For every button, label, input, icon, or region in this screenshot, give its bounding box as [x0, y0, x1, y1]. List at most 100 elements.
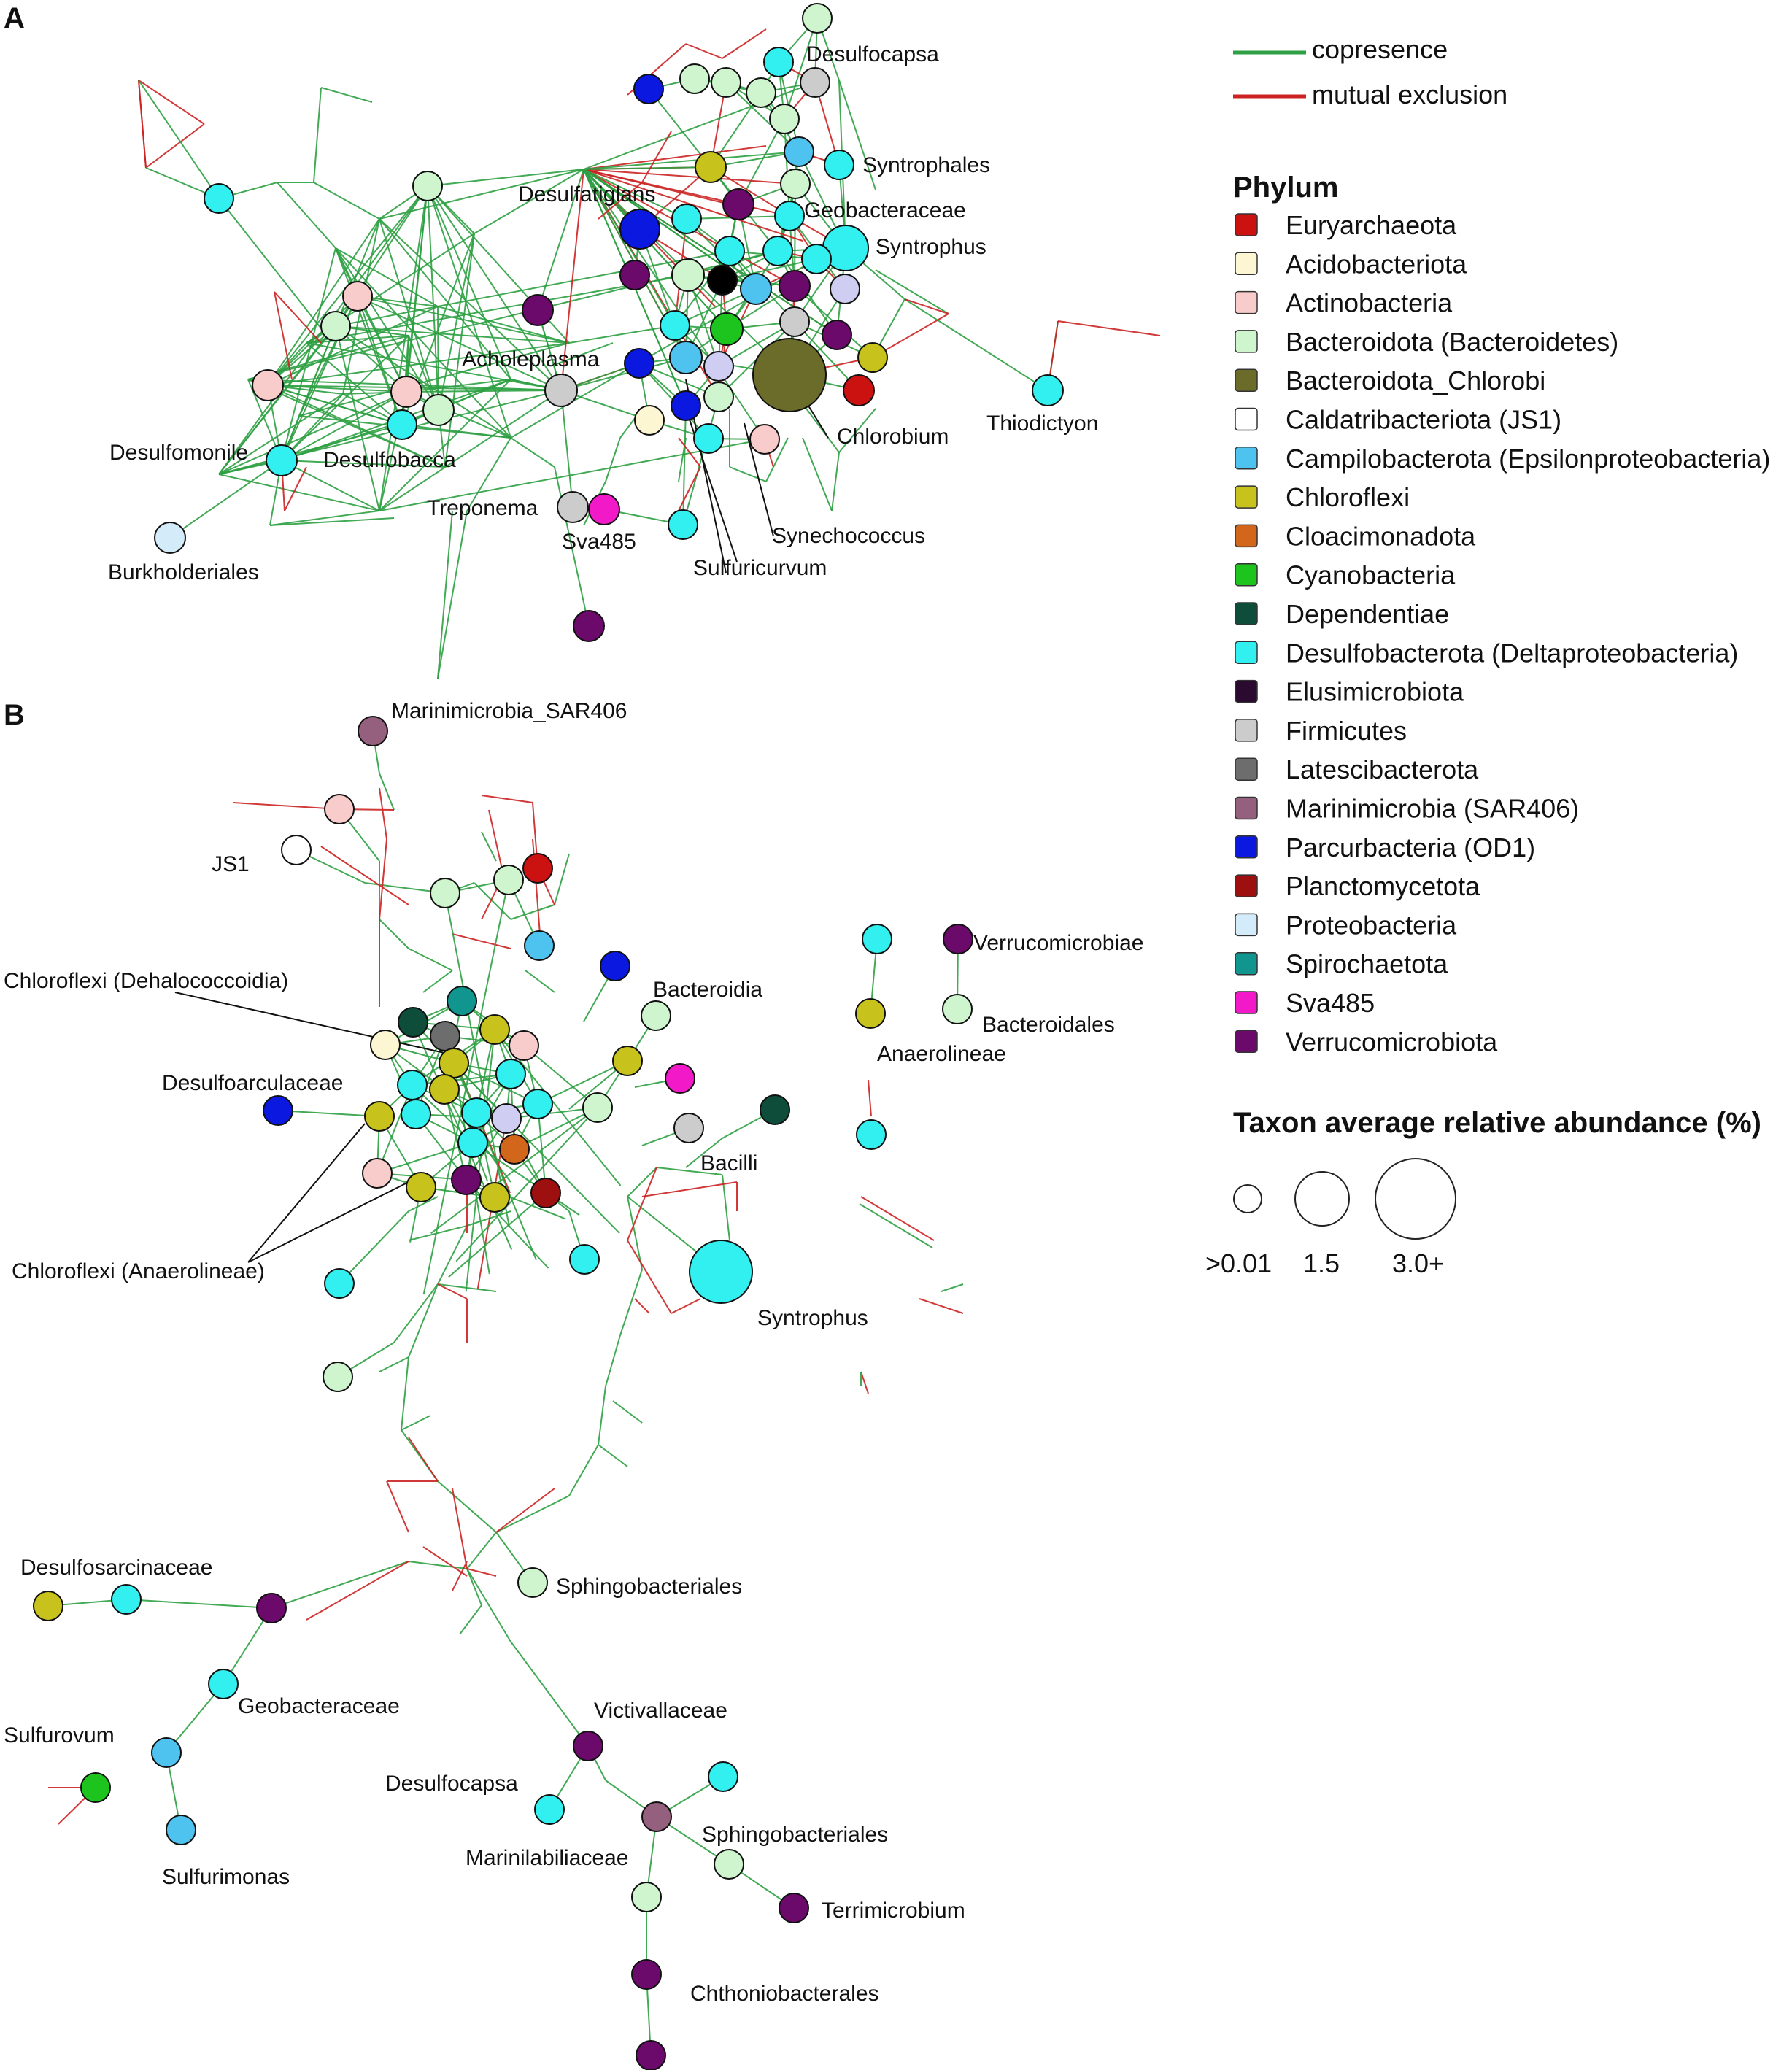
b-taxon-node-chloroflexi[interactable]: [364, 1101, 395, 1132]
b-taxon-node-desulfobacterota[interactable]: [208, 1669, 239, 1699]
b-taxon-node-dependentiae[interactable]: [398, 1007, 428, 1038]
a-taxon-node-actinobacteria[interactable]: [342, 281, 373, 312]
a-taxon-node-bacteroidota-chlorobi[interactable]: [752, 338, 827, 412]
a-taxon-node-verrucomicrobiota[interactable]: [722, 188, 754, 220]
a-taxon-node-bacteroidota[interactable]: [671, 258, 705, 292]
b-taxon-node-marinimicrobia[interactable]: [358, 716, 388, 746]
a-taxon-node-desulfobacterota[interactable]: [1032, 374, 1064, 406]
b-taxon-node-chloroflexi[interactable]: [479, 1014, 510, 1045]
a-taxon-node-verrucomicrobiota[interactable]: [573, 610, 605, 642]
b-taxon-node-sva485[interactable]: [665, 1063, 695, 1094]
b-taxon-node-parcurbacteria[interactable]: [600, 951, 630, 981]
b-taxon-node-verrucomicrobiota[interactable]: [256, 1593, 287, 1623]
a-taxon-node-parcurbacteria[interactable]: [671, 390, 701, 421]
a-taxon-node-desulfobacterota[interactable]: [204, 183, 234, 214]
b-taxon-node-desulfobacterota[interactable]: [569, 1244, 600, 1275]
b-taxon-node-bacteroidota[interactable]: [631, 1882, 662, 1912]
a-taxon-node-chloroflexi[interactable]: [857, 342, 888, 373]
b-taxon-node-cloacimonadota[interactable]: [499, 1134, 530, 1165]
a-taxon-node-black[interactable]: [707, 265, 738, 296]
a-taxon-node-desulfobacterota[interactable]: [774, 201, 805, 231]
a-taxon-node-desulfobacterota[interactable]: [387, 409, 417, 440]
a-taxon-node-sva485[interactable]: [588, 493, 620, 525]
b-taxon-node-cyanobacteria[interactable]: [80, 1772, 111, 1803]
b-taxon-node-verrucomicrobiota[interactable]: [636, 2040, 666, 2070]
a-taxon-node-desulfobacterota[interactable]: [714, 236, 745, 266]
a-taxon-node-verrucomicrobiota[interactable]: [779, 270, 811, 302]
a-taxon-node-verrucomicrobiota[interactable]: [522, 294, 554, 326]
a-taxon-node-desulfobacterota[interactable]: [763, 47, 794, 77]
b-taxon-node-desulfobacterota[interactable]: [708, 1761, 738, 1792]
a-taxon-node-desulfobacterota[interactable]: [824, 150, 854, 180]
b-taxon-node-planctomycetota[interactable]: [530, 1178, 561, 1208]
a-taxon-node-proteobacteria[interactable]: [154, 522, 186, 554]
a-taxon-node-desulfobacterota[interactable]: [762, 236, 793, 266]
a-taxon-node-firmicutes[interactable]: [779, 306, 810, 337]
a-taxon-node-actinobacteria[interactable]: [390, 376, 422, 408]
a-taxon-node-lavender[interactable]: [830, 274, 860, 304]
a-taxon-node-parcurbacteria[interactable]: [633, 74, 664, 104]
b-taxon-node-chloroflexi[interactable]: [33, 1591, 63, 1621]
a-taxon-node-lavender[interactable]: [703, 351, 734, 382]
b-taxon-node-desulfobacterota[interactable]: [461, 1097, 492, 1128]
b-taxon-node-desulfobacterota[interactable]: [111, 1584, 142, 1615]
b-taxon-node-actinobacteria[interactable]: [509, 1030, 539, 1061]
b-taxon-node-chloroflexi[interactable]: [612, 1046, 643, 1076]
a-taxon-node-firmicutes[interactable]: [557, 491, 589, 523]
a-taxon-node-campilobacterota[interactable]: [669, 341, 703, 374]
b-taxon-node-desulfobacterota[interactable]: [862, 924, 892, 954]
b-taxon-node-desulfobacterota[interactable]: [401, 1099, 431, 1129]
b-taxon-node-lavender[interactable]: [491, 1103, 522, 1134]
a-taxon-node-desulfobacterota[interactable]: [693, 423, 724, 454]
a-taxon-node-acidobacteriota[interactable]: [634, 405, 665, 436]
a-taxon-node-parcurbacteria[interactable]: [624, 348, 654, 379]
b-taxon-node-verrucomicrobiota[interactable]: [943, 924, 973, 954]
a-taxon-node-actinobacteria[interactable]: [749, 424, 780, 455]
b-taxon-node-campilobacterota[interactable]: [151, 1737, 182, 1768]
a-taxon-node-bacteroidota[interactable]: [412, 171, 443, 201]
b-taxon-node-verrucomicrobiota[interactable]: [451, 1165, 482, 1195]
a-taxon-node-bacteroidota[interactable]: [769, 104, 800, 134]
a-taxon-node-bacteroidota[interactable]: [679, 63, 710, 94]
a-taxon-node-cyanobacteria[interactable]: [710, 312, 744, 346]
b-taxon-node-desulfobacterota[interactable]: [522, 1089, 553, 1119]
b-taxon-node-desulfobacterota[interactable]: [534, 1794, 565, 1825]
a-taxon-node-parcurbacteria[interactable]: [619, 209, 660, 250]
a-taxon-node-desulfobacterota[interactable]: [660, 310, 690, 341]
a-taxon-node-firmicutes[interactable]: [800, 67, 830, 98]
a-taxon-node-euryarchaeota[interactable]: [843, 374, 875, 406]
b-taxon-node-acidobacteriota[interactable]: [370, 1030, 401, 1060]
b-taxon-node-campilobacterota[interactable]: [524, 930, 555, 961]
b-taxon-node-bacteroidota[interactable]: [582, 1092, 613, 1123]
b-taxon-node-bacteroidota[interactable]: [323, 1362, 353, 1392]
b-taxon-node-caldatribacteriota[interactable]: [281, 835, 312, 865]
a-taxon-node-bacteroidota[interactable]: [711, 67, 741, 98]
b-taxon-node-bacteroidota[interactable]: [714, 1849, 744, 1880]
b-taxon-node-chloroflexi[interactable]: [429, 1074, 460, 1105]
b-taxon-node-desulfobacterota[interactable]: [324, 1268, 355, 1299]
b-taxon-node-actinobacteria[interactable]: [362, 1158, 393, 1189]
b-taxon-node-euryarchaeota[interactable]: [522, 853, 553, 884]
a-taxon-node-desulfobacterota[interactable]: [671, 204, 702, 234]
b-taxon-node-bacteroidota[interactable]: [430, 878, 460, 908]
b-taxon-node-bacteroidota[interactable]: [517, 1567, 548, 1598]
a-taxon-node-desulfobacterota[interactable]: [668, 509, 698, 540]
b-taxon-node-firmicutes[interactable]: [673, 1113, 704, 1143]
b-taxon-node-desulfobacterota[interactable]: [689, 1240, 753, 1304]
a-taxon-node-actinobacteria[interactable]: [252, 369, 284, 401]
b-taxon-node-dependentiae[interactable]: [760, 1094, 790, 1125]
a-taxon-node-campilobacterota[interactable]: [740, 273, 772, 305]
a-taxon-node-verrucomicrobiota[interactable]: [822, 320, 852, 350]
b-taxon-node-desulfobacterota[interactable]: [495, 1059, 526, 1089]
b-taxon-node-desulfobacterota[interactable]: [397, 1070, 428, 1100]
a-taxon-node-campilobacterota[interactable]: [784, 136, 814, 167]
b-taxon-node-bacteroidota[interactable]: [641, 1000, 671, 1031]
b-taxon-node-chloroflexi[interactable]: [855, 998, 886, 1029]
a-taxon-node-bacteroidota[interactable]: [422, 394, 455, 426]
a-taxon-node-bacteroidota[interactable]: [802, 3, 833, 34]
b-taxon-node-actinobacteria[interactable]: [324, 794, 355, 824]
b-taxon-node-desulfobacterota[interactable]: [856, 1119, 887, 1150]
b-taxon-node-chloroflexi[interactable]: [406, 1172, 436, 1202]
b-taxon-node-verrucomicrobiota[interactable]: [779, 1893, 809, 1923]
a-taxon-node-chloroflexi[interactable]: [695, 151, 727, 183]
